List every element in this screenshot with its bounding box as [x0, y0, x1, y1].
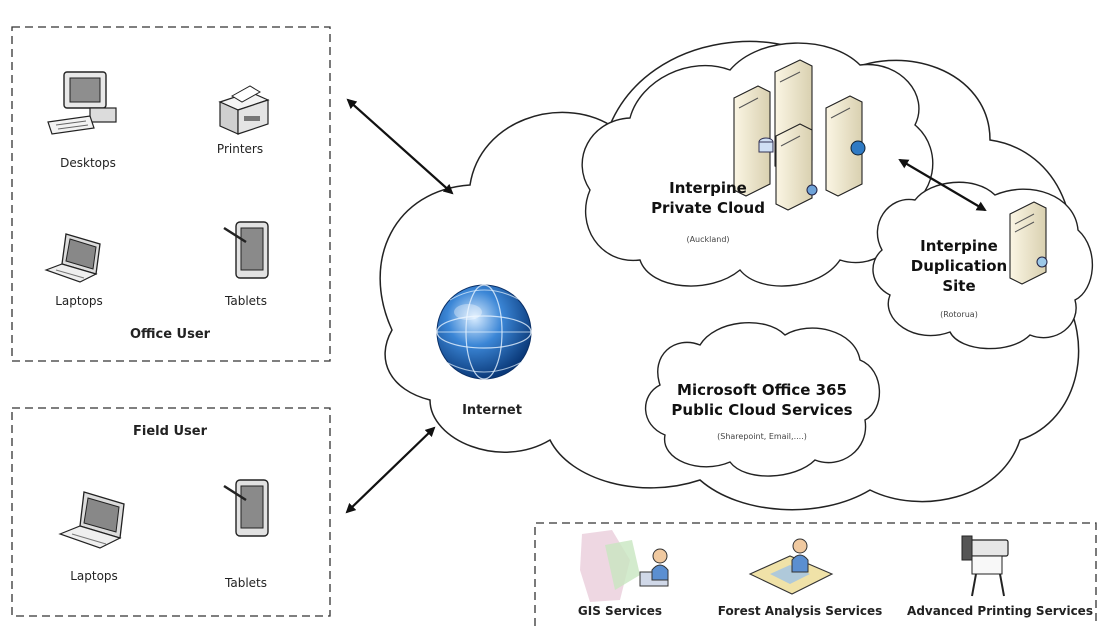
plotter-icon	[961, 535, 1009, 597]
globe-icon	[436, 284, 532, 380]
ms-cloud-title: Microsoft Office 365 Public Cloud Servic…	[671, 380, 852, 420]
forest-analysis-icon	[748, 538, 834, 595]
internet-label: Internet	[462, 403, 522, 418]
office-user-box	[11, 26, 331, 362]
ms-cloud-detail: (Sharepoint, Email,....)	[717, 432, 807, 441]
printer-icon	[218, 85, 270, 135]
forest-analysis-label: Forest Analysis Services	[717, 604, 883, 618]
private-cloud-title: Interpine Private Cloud	[651, 178, 765, 218]
laptops-label: Laptops	[70, 569, 118, 583]
private-cloud-location: (Auckland)	[686, 235, 730, 244]
services-box	[534, 522, 1097, 626]
duplication-title-line1: Interpine	[920, 237, 998, 255]
laptop-icon	[44, 233, 101, 283]
tablet-icon	[223, 479, 269, 537]
server-icon	[1009, 201, 1048, 285]
printers-label: Printers	[216, 142, 264, 156]
duplication-title-line3: Site	[942, 277, 976, 295]
tablets-label: Tablets	[225, 294, 267, 308]
gis-services-label: GIS Services	[577, 604, 663, 618]
field-user-box	[11, 407, 331, 617]
gis-services-icon	[580, 530, 669, 602]
office-internet-arrow	[346, 98, 454, 195]
duplication-title-line2: Duplication	[910, 257, 1008, 275]
office-user-title: Office User	[129, 327, 211, 342]
ms-cloud-title-line2: Public Cloud Services	[671, 401, 853, 419]
private-cloud-title-line2: Private Cloud	[651, 199, 765, 217]
desktop-computer-icon	[47, 71, 117, 135]
duplication-site-location: (Rotorua)	[940, 310, 978, 319]
tablets-label: Tablets	[225, 576, 267, 590]
desktops-label: Desktops	[60, 156, 116, 170]
duplication-site-title: Interpine Duplication Site	[911, 236, 1007, 296]
private-cloud-title-line1: Interpine	[669, 179, 747, 197]
tablet-icon	[223, 221, 269, 279]
field-internet-arrow	[345, 426, 436, 514]
laptops-label: Laptops	[55, 294, 103, 308]
ms-cloud-shape	[644, 322, 881, 477]
ms-cloud-title-line1: Microsoft Office 365	[677, 381, 847, 399]
field-user-title: Field User	[133, 424, 207, 439]
server-icon	[733, 59, 866, 211]
laptop-icon	[58, 491, 125, 549]
replication-arrow	[898, 158, 987, 212]
printing-services-label: Advanced Printing Services	[907, 604, 1093, 618]
